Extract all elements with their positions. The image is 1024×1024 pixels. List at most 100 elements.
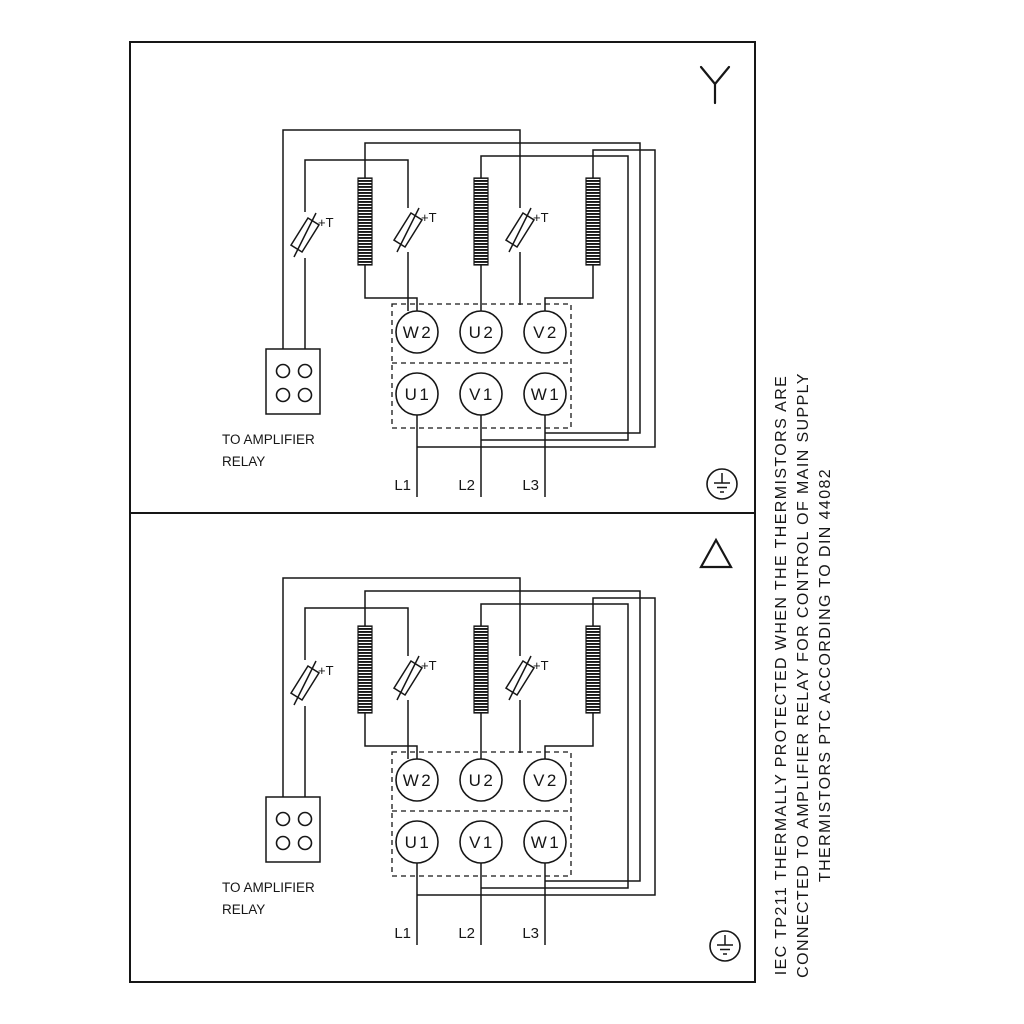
motor-winding2-symbol <box>473 625 489 714</box>
relay-pin <box>275 363 291 379</box>
side-note-line1: IEC TP211 THERMALLY PROTECTED WHEN THE T… <box>773 375 790 975</box>
thermistor2-strike <box>396 207 420 253</box>
thermistor3-label: +T <box>533 210 549 225</box>
thermistor2-symbol: +T <box>392 207 437 253</box>
earth-circle <box>709 930 741 962</box>
thermistor3-strike <box>508 207 532 253</box>
winding2-return-wire <box>480 603 629 889</box>
terminal-w2 <box>395 310 439 354</box>
relay-pin <box>275 811 291 827</box>
terminal-v1-label: V1 <box>469 833 495 852</box>
winding3-to-terminal-v2-wire <box>544 265 594 311</box>
side-note: IEC TP211 THERMALLY PROTECTED WHEN THE T… <box>773 372 834 978</box>
relay-caption-line1: TO AMPLIFIER <box>222 432 315 447</box>
thermistor1-to-thermistor2-wire <box>304 607 409 660</box>
earth-glyph <box>714 473 730 493</box>
thermistor3-symbol: +T <box>504 207 549 253</box>
thermistor1-label: +T <box>318 663 334 678</box>
winding3-return-wire <box>417 597 656 896</box>
winding1-return-wire <box>364 142 641 434</box>
motor-winding1-symbol <box>357 625 373 714</box>
thermistor1-to-thermistor2-wire <box>304 159 409 212</box>
terminal-u2-label: U2 <box>469 323 496 342</box>
motor-winding2-symbol <box>473 177 489 266</box>
thermistor1-strike <box>293 660 317 706</box>
delta-connection-icon <box>699 537 733 569</box>
terminal-u2 <box>459 758 503 802</box>
relay-pin <box>297 363 313 379</box>
relay-pin <box>297 387 313 403</box>
terminal-v1-label: V1 <box>469 385 495 404</box>
winding1-to-terminal-w2-wire <box>364 713 418 759</box>
supply-l3-label: L3 <box>522 925 539 942</box>
delta-panel-circuit: +T +T +T TO AMPLIFIER RELAY <box>222 577 656 945</box>
terminal-u2 <box>459 310 503 354</box>
terminal-v1 <box>459 372 503 416</box>
thermistor3-strike <box>508 655 532 701</box>
supply-l3-label: L3 <box>522 477 539 494</box>
winding2-return-wire <box>480 155 629 441</box>
terminal-board-outline <box>391 303 572 429</box>
thermistor3-symbol: +T <box>504 655 549 701</box>
relay-to-thermistor3-wire <box>282 129 521 364</box>
winding1-return-wire <box>364 590 641 882</box>
star-connection-icon <box>699 65 731 105</box>
supply-l2-label: L2 <box>458 477 475 494</box>
earth-circle <box>706 468 738 500</box>
terminal-v1 <box>459 820 503 864</box>
terminal-v2 <box>523 310 567 354</box>
relay-connector-body <box>265 796 321 863</box>
terminal-w2-label: W2 <box>403 323 434 342</box>
terminal-w2-label: W2 <box>403 771 434 790</box>
relay-pin <box>275 387 291 403</box>
winding3-to-terminal-v2-wire <box>544 713 594 759</box>
relay-caption-line1: TO AMPLIFIER <box>222 880 315 895</box>
amplifier-relay-connector <box>265 348 321 415</box>
relay-connector-body <box>265 348 321 415</box>
supply-l1-label: L1 <box>394 925 411 942</box>
terminal-w1-label: W1 <box>531 833 562 852</box>
terminal-w1 <box>523 820 567 864</box>
relay-pin <box>297 811 313 827</box>
terminal-board-outline <box>391 751 572 877</box>
side-note-line2: CONNECTED TO AMPLIFIER RELAY FOR CONTROL… <box>795 372 812 978</box>
thermistor1-symbol: +T <box>289 660 334 706</box>
relay-caption-line2: RELAY <box>222 902 265 917</box>
relay-pin <box>275 835 291 851</box>
motor-winding1-symbol <box>357 177 373 266</box>
side-note-line3: THERMISTORS PTC ACCORDING TO DIN 44082 <box>817 468 834 882</box>
relay-caption-line2: RELAY <box>222 454 265 469</box>
terminal-u1 <box>395 372 439 416</box>
terminal-v2-label: V2 <box>533 771 559 790</box>
star-panel-circuit: +T +T +T TO AMPLIFIER RELAY <box>222 577 656 945</box>
earth-glyph <box>717 935 733 955</box>
winding3-return-wire <box>417 149 656 448</box>
terminal-v2 <box>523 758 567 802</box>
terminal-w2 <box>395 758 439 802</box>
thermistor1-symbol: +T <box>289 212 334 258</box>
terminal-w1-label: W1 <box>531 385 562 404</box>
terminal-v2-label: V2 <box>533 323 559 342</box>
terminal-w1 <box>523 372 567 416</box>
amplifier-relay-connector <box>265 796 321 863</box>
terminal-u2-label: U2 <box>469 771 496 790</box>
winding1-to-terminal-w2-wire <box>364 265 418 311</box>
relay-pin <box>297 835 313 851</box>
earth-icon-top <box>706 468 738 500</box>
thermistor2-label: +T <box>421 210 437 225</box>
motor-winding3-symbol <box>585 177 601 266</box>
supply-l1-label: L1 <box>394 477 411 494</box>
supply-l2-label: L2 <box>458 925 475 942</box>
thermistor1-strike <box>293 212 317 258</box>
thermistor1-label: +T <box>318 215 334 230</box>
thermistor2-strike <box>396 655 420 701</box>
motor-winding3-symbol <box>585 625 601 714</box>
star-panel-circuit: +T +T +T TO AMPLIFIER RELAY <box>222 129 656 497</box>
relay-to-thermistor3-wire <box>282 577 521 812</box>
thermistor2-symbol: +T <box>392 655 437 701</box>
terminal-u1-label: U1 <box>405 833 432 852</box>
terminal-u1-label: U1 <box>405 385 432 404</box>
thermistor3-label: +T <box>533 658 549 673</box>
